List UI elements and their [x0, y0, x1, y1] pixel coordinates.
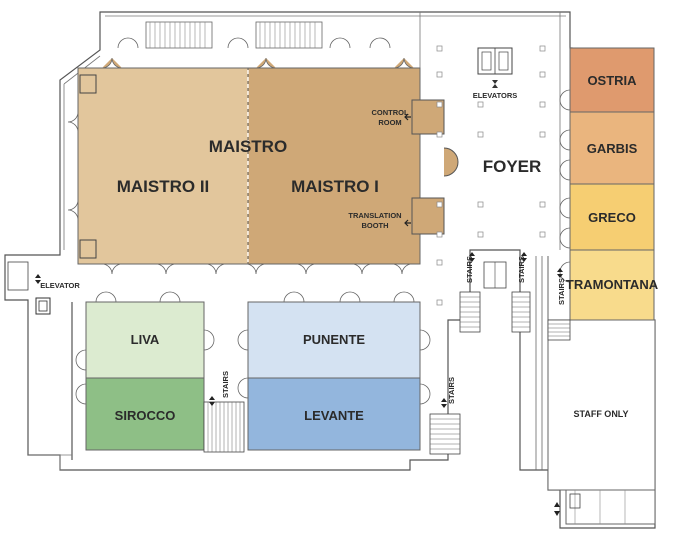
room-liva[interactable]	[85, 301, 205, 379]
arrow-icon	[404, 113, 411, 121]
west-meeting-rooms: LIVA SIROCCO STAIRS	[75, 291, 245, 453]
stairs-arrow-icon	[441, 398, 447, 408]
stairs-label-1: STAIRS	[465, 256, 474, 283]
room-tramontana[interactable]	[569, 249, 655, 321]
room-garbis[interactable]	[569, 111, 655, 185]
staff-only-area: STAFF ONLY	[547, 256, 656, 525]
maistro-label: MAISTRO	[209, 137, 287, 156]
maistro-ballroom[interactable]: MAISTRO MAISTRO II MAISTRO I CONTROL ROO…	[67, 57, 459, 275]
stairs-arrow-icon	[557, 268, 563, 278]
room-levante[interactable]	[247, 377, 421, 451]
stairs-arrow-icon	[469, 252, 475, 262]
stairs-label-3: STAIRS	[557, 278, 566, 305]
east-rooms: OSTRIA GARBIS GRECO TRAMONTANA	[559, 47, 659, 321]
ostria-label: OSTRIA	[587, 73, 637, 88]
room-maistro-i[interactable]	[247, 67, 421, 265]
arrow-icon	[404, 219, 411, 227]
room-maistro-ii[interactable]	[77, 67, 249, 265]
central-stairs: STAIRS STAIRS STAIRS	[459, 252, 566, 470]
tramontana-label: TRAMONTANA	[566, 277, 659, 292]
room-ostria[interactable]	[569, 47, 655, 113]
foyer-label: FOYER	[483, 157, 542, 176]
control-room-label-line2: ROOM	[378, 118, 401, 127]
room-punente[interactable]	[247, 301, 421, 379]
maistro-ii-label: MAISTRO II	[117, 177, 210, 196]
liva-label: LIVA	[131, 332, 160, 347]
lower-walls	[28, 302, 73, 470]
top-stair-blocks	[117, 21, 391, 49]
stairs-label-4: STAIRS	[221, 371, 230, 398]
garbis-label: GARBIS	[587, 141, 638, 156]
punente-label: PUNENTE	[303, 332, 365, 347]
south-meeting-rooms: PUNENTE LEVANTE STAIRS	[237, 291, 461, 455]
room-greco[interactable]	[569, 183, 655, 251]
stairs-label-2: STAIRS	[517, 256, 526, 283]
staff-only-label: STAFF ONLY	[573, 409, 628, 419]
left-elevator: ELEVATOR	[7, 261, 80, 315]
stairs-arrow-icon	[209, 396, 215, 406]
translation-booth-label-line2: BOOTH	[361, 221, 388, 230]
levante-label: LEVANTE	[304, 408, 364, 423]
control-room-label-line1: CONTROL	[371, 108, 408, 117]
stairs-label-5: STAIRS	[447, 377, 456, 404]
elevator-label: ELEVATOR	[40, 281, 80, 290]
stairs-arrow-icon	[521, 252, 527, 262]
sirocco-label: SIROCCO	[115, 408, 176, 423]
greco-label: GRECO	[588, 210, 636, 225]
elevators-label: ELEVATORS	[473, 91, 518, 100]
elevator-icon	[554, 502, 560, 516]
maistro-i-label: MAISTRO I	[291, 177, 379, 196]
translation-booth-label-line1: TRANSLATION	[348, 211, 401, 220]
